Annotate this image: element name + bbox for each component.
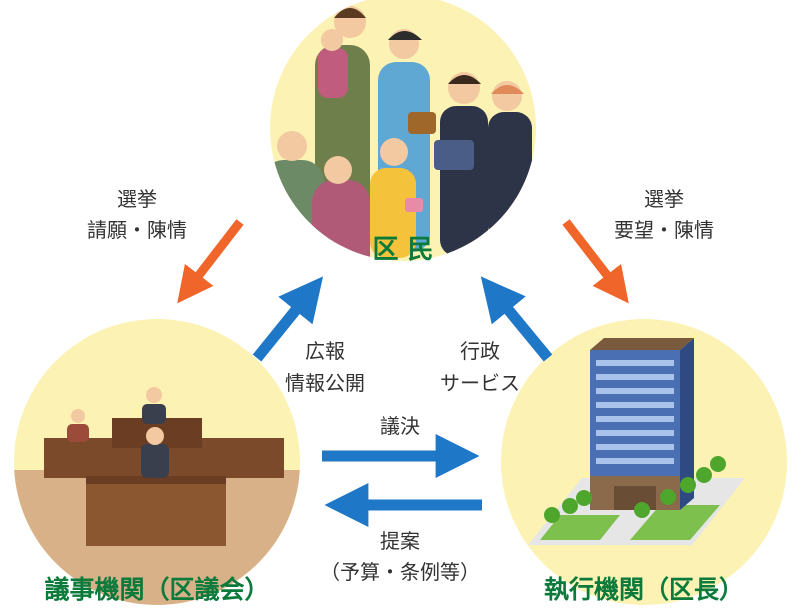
label-petition-left: 請願・陳情 xyxy=(87,218,187,242)
assembly-illustration xyxy=(14,319,300,605)
executive-illustration xyxy=(501,319,787,605)
label-info-disclosure: 情報公開 xyxy=(285,371,365,395)
label-election-left: 選挙 xyxy=(117,187,157,211)
label-proposal-detail: （予算・条例等） xyxy=(320,560,480,584)
executive-label: 執行機関（区長） xyxy=(544,575,744,604)
label-resolution: 議決 xyxy=(380,414,420,438)
arrow-executive-to-residents xyxy=(480,276,553,362)
label-election-right: 選挙 xyxy=(644,187,684,211)
arrow-assembly-to-residents xyxy=(252,276,324,362)
residents-label: 区 民 xyxy=(372,235,433,265)
assembly-label: 議事機関（区議会） xyxy=(44,575,269,604)
label-administration: 行政 xyxy=(460,339,500,363)
arrow-residents-to-executive xyxy=(562,219,629,304)
label-request-right: 要望・陳情 xyxy=(614,218,714,242)
label-services: サービス xyxy=(440,371,520,395)
arrow-residents-to-assembly xyxy=(177,219,244,304)
label-proposal: 提案 xyxy=(380,529,420,553)
label-public-relations: 広報 xyxy=(305,339,345,363)
